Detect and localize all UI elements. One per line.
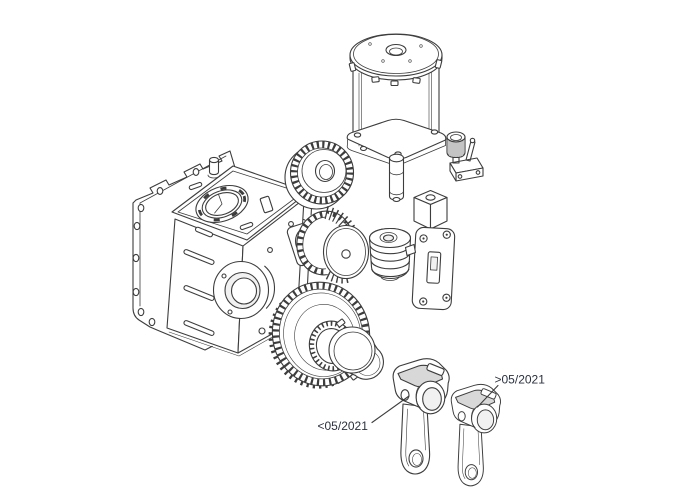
housing-pin: [207, 156, 221, 179]
label-new-version-text: >05/2021: [495, 373, 546, 387]
upper-helical-gear: [284, 140, 355, 210]
motor-flange: [346, 118, 447, 165]
label-old-version: <05/2021: [318, 395, 410, 433]
output-shaft-collar: [328, 318, 384, 381]
label-new-version: >05/2021: [476, 373, 546, 408]
release-knob-lever: [446, 131, 484, 182]
housing-top-ring: [195, 184, 249, 224]
worm-gear-flange: [286, 206, 370, 284]
worm-screw: [368, 227, 412, 281]
output-gear-shaft: [268, 281, 384, 389]
gearbox-housing: [166, 156, 313, 357]
motor: [346, 33, 447, 203]
limit-switch-bracket: [404, 189, 456, 311]
leader-line-old: [371, 395, 410, 424]
label-old-version-text: <05/2021: [318, 419, 369, 433]
motor-shaft: [388, 153, 405, 203]
leader-line-new: [476, 384, 499, 408]
housing-side-boss: [212, 260, 276, 320]
